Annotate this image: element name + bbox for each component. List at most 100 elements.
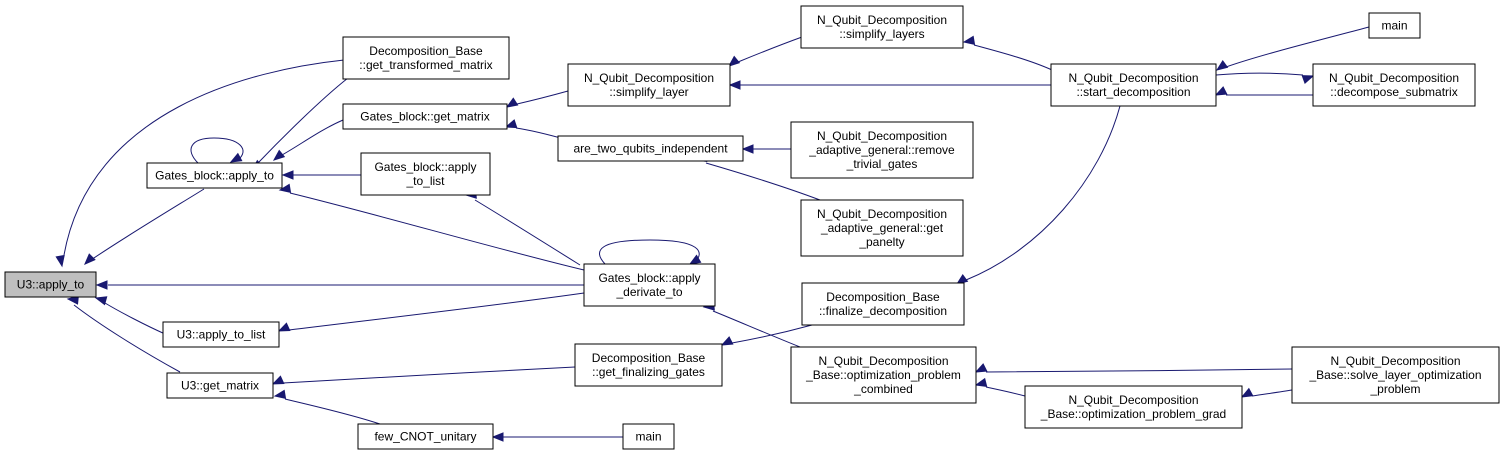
node-label: main xyxy=(1381,19,1407,33)
call-edge xyxy=(282,366,576,384)
node-label: Gates_block::apply xyxy=(374,160,476,174)
node-label: _to_list xyxy=(405,174,445,188)
edges-layer xyxy=(55,26,1370,442)
node-label: N_Qubit_Decomposition xyxy=(817,207,947,221)
graph-node-db-finalize[interactable]: Decomposition_Base::finalize_decompositi… xyxy=(801,282,965,326)
call-edge xyxy=(737,36,803,63)
edge-arrowhead xyxy=(277,322,291,332)
graph-node-are-two-qubits[interactable]: are_two_qubits_independent xyxy=(557,135,744,162)
call-edge xyxy=(731,324,813,344)
node-box[interactable] xyxy=(567,63,731,107)
call-edge xyxy=(965,105,1121,281)
edge-arrowhead xyxy=(95,280,108,290)
node-label: _Base::optimization_problem_grad xyxy=(1040,407,1226,421)
graph-node-db-get-transformed[interactable]: Decomposition_Base::get_transformed_matr… xyxy=(342,36,510,80)
node-box[interactable] xyxy=(1368,12,1421,39)
node-box[interactable] xyxy=(360,152,491,196)
graph-node-u3-apply-to-list[interactable]: U3::apply_to_list xyxy=(162,321,280,348)
call-edge xyxy=(599,239,700,265)
edge-arrowhead xyxy=(94,296,108,306)
call-edge xyxy=(73,304,181,373)
edge-arrowhead xyxy=(504,119,518,129)
edge-arrowhead xyxy=(1301,75,1315,85)
graph-node-nq-adaptive-remove[interactable]: N_Qubit_Decomposition_adaptive_general::… xyxy=(790,121,974,179)
node-box[interactable] xyxy=(4,271,97,298)
node-box[interactable] xyxy=(622,423,675,450)
edge-arrowhead xyxy=(962,35,976,45)
graph-node-gb-apply-derivate[interactable]: Gates_block::apply_derivate_to xyxy=(583,263,716,307)
graph-node-nq-decompose-sub[interactable]: N_Qubit_Decomposition::decompose_submatr… xyxy=(1312,63,1476,107)
node-box[interactable] xyxy=(357,423,494,450)
edge-arrowhead xyxy=(55,254,65,268)
graph-node-gb-apply-to-list[interactable]: Gates_block::apply_to_list xyxy=(360,152,491,196)
node-label: _Base::solve_layer_optimization xyxy=(1308,368,1481,382)
node-label: main xyxy=(635,430,661,444)
graph-node-u3-apply-to[interactable]: U3::apply_to xyxy=(4,271,97,298)
node-label: ::get_transformed_matrix xyxy=(359,58,492,72)
graph-node-main-top[interactable]: main xyxy=(1368,12,1421,39)
node-box[interactable] xyxy=(790,346,977,404)
graph-node-main-bottom[interactable]: main xyxy=(622,423,675,450)
node-box[interactable] xyxy=(557,135,744,162)
call-edge xyxy=(985,386,1026,397)
graph-node-gb-apply-to[interactable]: Gates_block::apply_to xyxy=(146,162,283,189)
node-box[interactable] xyxy=(800,5,964,49)
node-box[interactable] xyxy=(574,343,723,387)
graph-node-db-get-finalizing[interactable]: Decomposition_Base::get_finalizing_gates xyxy=(574,343,723,387)
graph-node-nq-start[interactable]: N_Qubit_Decomposition::start_decompositi… xyxy=(1050,63,1217,107)
node-label: Gates_block::get_matrix xyxy=(360,110,489,124)
call-edge xyxy=(288,292,585,331)
node-label: ::finalize_decomposition xyxy=(819,304,947,318)
node-box[interactable] xyxy=(1312,63,1476,107)
node-label: few_CNOT_unitary xyxy=(374,430,476,444)
node-label: ::start_decomposition xyxy=(1076,85,1190,99)
call-edge xyxy=(712,310,801,348)
graph-node-nqb-opt-combined[interactable]: N_Qubit_Decomposition_Base::optimization… xyxy=(790,346,977,404)
node-box[interactable] xyxy=(790,121,974,179)
node-box[interactable] xyxy=(583,263,716,307)
edge-arrowhead xyxy=(741,144,754,154)
graph-node-nqb-solve-layer[interactable]: N_Qubit_Decomposition_Base::solve_layer_… xyxy=(1291,346,1500,404)
edge-arrowhead xyxy=(229,152,243,163)
node-label: _combined xyxy=(853,382,913,396)
node-box[interactable] xyxy=(801,282,965,326)
node-label: ::decompose_submatrix xyxy=(1330,85,1457,99)
edge-arrowhead xyxy=(720,336,734,346)
graph-node-u3-get-matrix[interactable]: U3::get_matrix xyxy=(166,372,274,399)
graph-node-nq-simplify-layer[interactable]: N_Qubit_Decomposition::simplify_layer xyxy=(567,63,731,107)
node-box[interactable] xyxy=(162,321,280,348)
graph-node-gb-get-matrix[interactable]: Gates_block::get_matrix xyxy=(342,103,508,130)
edge-arrowhead xyxy=(1215,59,1229,71)
graph-node-nq-adaptive-panelty[interactable]: N_Qubit_Decomposition_adaptive_general::… xyxy=(800,199,964,257)
node-box[interactable] xyxy=(342,36,510,80)
node-label: ::simplify_layer xyxy=(609,85,688,99)
node-box[interactable] xyxy=(146,162,283,189)
edge-arrowhead xyxy=(278,183,292,193)
graph-node-nqb-opt-grad[interactable]: N_Qubit_Decomposition_Base::optimization… xyxy=(1024,385,1243,429)
node-box[interactable] xyxy=(166,372,274,399)
node-box[interactable] xyxy=(342,103,508,130)
node-label: U3::get_matrix xyxy=(181,379,259,393)
node-box[interactable] xyxy=(800,199,964,257)
call-edge xyxy=(104,302,166,335)
call-edge xyxy=(1225,26,1370,68)
node-label: _Base::optimization_problem xyxy=(805,368,961,382)
graph-node-nq-simplify-layers[interactable]: N_Qubit_Decomposition::simplify_layers xyxy=(800,5,964,49)
node-box[interactable] xyxy=(1291,346,1500,404)
node-box[interactable] xyxy=(1024,385,1243,429)
node-box[interactable] xyxy=(1050,63,1217,107)
node-label: _panelty xyxy=(858,235,904,249)
edge-arrowhead xyxy=(974,363,988,373)
graph-node-few-cnot[interactable]: few_CNOT_unitary xyxy=(357,423,494,450)
call-edge xyxy=(985,368,1293,373)
call-edge xyxy=(516,90,569,105)
node-label: N_Qubit_Decomposition xyxy=(1329,71,1459,85)
edge-arrowhead xyxy=(66,295,79,305)
call-edge xyxy=(474,199,581,266)
nodes-layer: U3::apply_toGates_block::apply_toDecompo… xyxy=(4,5,1500,450)
node-label: N_Qubit_Decomposition xyxy=(584,71,714,85)
edge-arrowhead xyxy=(728,80,741,90)
edge-arrowhead xyxy=(505,97,519,108)
call-edge xyxy=(284,398,381,425)
